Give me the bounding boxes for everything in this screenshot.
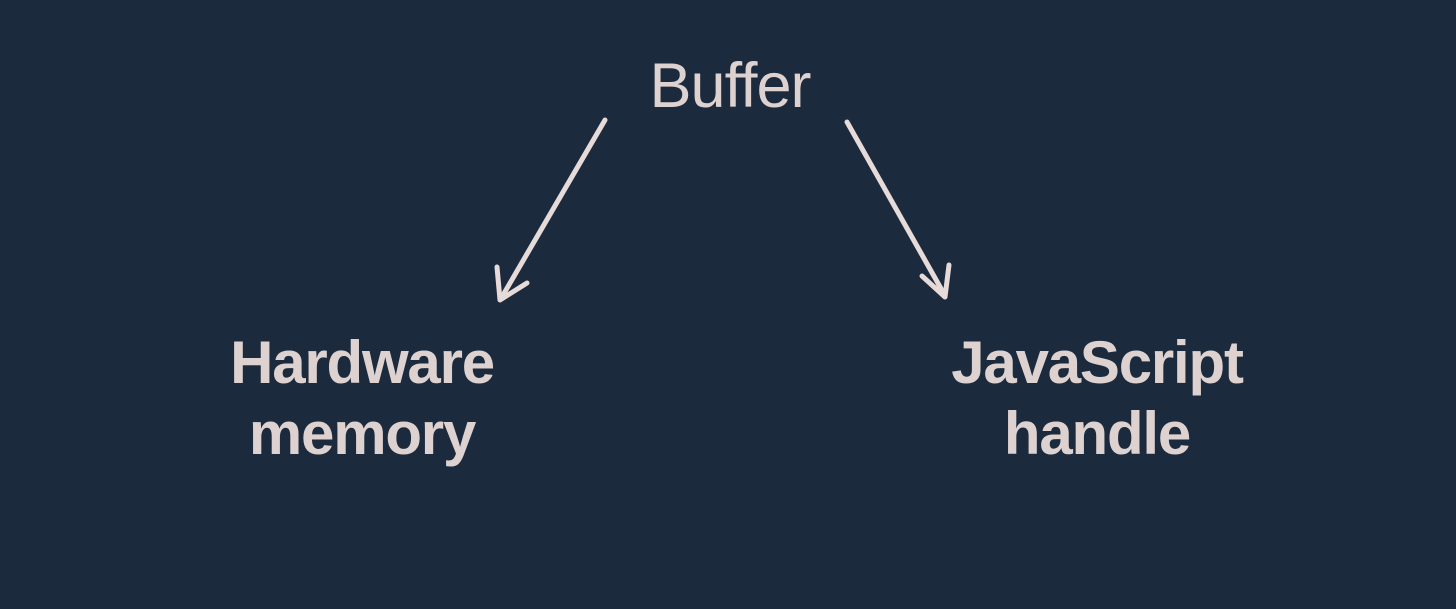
edge-buffer-to-javascript-handle-line (844, 119, 946, 296)
node-hardware-memory: Hardware memory (230, 329, 495, 467)
edge-buffer-to-hardware-memory-line (500, 117, 608, 299)
node-javascript-handle: JavaScript handle (951, 329, 1244, 467)
edge-buffer-to-hardware-memory-arrowhead (494, 264, 530, 303)
edge-buffer-to-javascript-handle-arrowhead (919, 262, 952, 300)
node-buffer: Buffer (649, 51, 812, 121)
